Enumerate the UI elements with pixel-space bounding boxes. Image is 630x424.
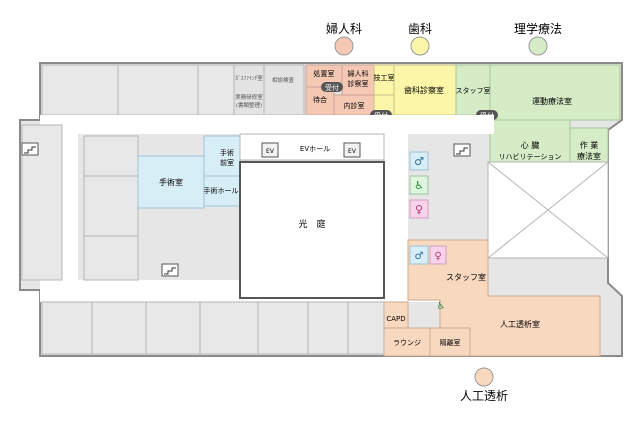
room-surgery-hall: 手術ホール (204, 186, 239, 195)
womens-restroom-icon: ♀ (434, 251, 441, 262)
legend-dental[interactable]: 歯科 (408, 22, 432, 56)
room-pre-op-1: 手術 (220, 148, 234, 157)
svg-text:受付: 受付 (325, 83, 339, 92)
room-staff-bottom: スタッフ室 (446, 272, 486, 282)
room-dialysis: 人工透析室 (500, 319, 540, 329)
room-lounge: ラウンジ (393, 339, 421, 347)
room-naishin: 内診室 (344, 101, 365, 110)
small-room-label-1: ｶﾞｽﾌｧｲﾝﾁ室 (235, 74, 263, 82)
room-machiai: 待合 (313, 95, 327, 104)
ev-hall: EV EV EVホール (239, 133, 385, 161)
room-sagyo-2: 療法室 (577, 151, 601, 161)
room-surgery: 手術室 (159, 177, 183, 187)
rehab-area (455, 64, 621, 163)
rehab-marker-icon (528, 36, 548, 56)
room-dental-exam: 歯科診察室 (404, 85, 444, 95)
gynecology-marker-icon (334, 36, 354, 56)
stairs-icon (161, 263, 179, 277)
small-room-label-2: 相談検査 (272, 76, 295, 84)
room-undo: 運動療法室 (532, 96, 572, 106)
womens-restroom-icon: ♀ (415, 203, 423, 216)
mens-restroom-icon: ♂ (415, 251, 424, 262)
dialysis-restrooms: ♂ ♀ ♿ (409, 245, 447, 312)
small-room-label-4: (書類整理) (236, 101, 262, 109)
room-gishi: 技工室 (374, 73, 395, 82)
room-sagyo-1: 作 業 (580, 140, 599, 150)
legend-rehab[interactable]: 理学療法 (514, 21, 562, 56)
legend-dental-label: 歯科 (408, 22, 432, 36)
room-shochi: 処置室 (314, 69, 335, 78)
accessible-restroom-icon: ♿ (437, 301, 446, 312)
accessible-restroom-icon: ♿ (414, 179, 424, 192)
room-shinzo-2: リハビリテーション (499, 152, 562, 161)
restroom-block: ♂ ♿ ♀ (409, 151, 429, 219)
dialysis-marker-icon (474, 367, 494, 387)
legend-gynecology[interactable]: 婦人科 (326, 21, 362, 56)
surgery-area (137, 135, 241, 209)
small-room-label-3: 実務研修室 (235, 93, 263, 101)
legend-gynecology-label: 婦人科 (326, 21, 362, 36)
room-capd: CAPD (386, 315, 405, 323)
bottom-rooms (41, 301, 385, 355)
legend-dialysis-label: 人工透析 (460, 389, 508, 403)
room-gyn-exam-2: 診察室 (348, 79, 369, 88)
courtyard (239, 161, 385, 299)
reception-badge-gyn: 受付 (321, 82, 343, 92)
legend-dialysis[interactable]: 人工透析 (460, 367, 508, 403)
room-pre-op-2: 前室 (220, 158, 234, 167)
elevator-icon: EV (266, 148, 275, 155)
dental-marker-icon (410, 36, 430, 56)
right-atrium (487, 161, 609, 259)
dialysis-area (383, 239, 601, 357)
top-left-rooms (41, 64, 305, 116)
room-staff-top: スタッフ室 (456, 86, 491, 95)
legend-rehab-label: 理学療法 (514, 21, 562, 36)
stairs-icon (453, 143, 471, 157)
room-ev-hall: EVホール (300, 145, 330, 153)
left-wing-rooms (21, 124, 139, 281)
room-shinzo-1: 心 臓 (521, 140, 540, 150)
room-courtyard: 光 庭 (298, 218, 325, 230)
stairs-icon (21, 142, 39, 156)
room-gyn-exam-1: 婦人科 (348, 69, 369, 78)
elevator-icon: EV (348, 148, 357, 155)
room-kakuri: 隔離室 (440, 338, 461, 347)
mens-restroom-icon: ♂ (414, 155, 424, 168)
